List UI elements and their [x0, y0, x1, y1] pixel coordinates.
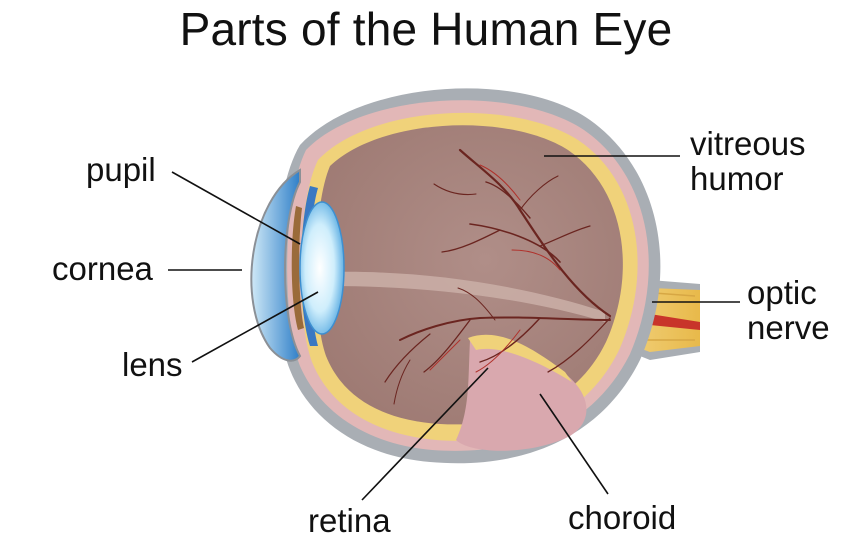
label-vitreous-humor: vitreous humor — [690, 126, 806, 196]
label-cornea: cornea — [52, 250, 153, 287]
label-vitreous-line1: vitreous — [690, 125, 806, 162]
blood-vessels — [384, 148, 612, 405]
label-pupil: pupil — [86, 151, 156, 188]
label-optic-line2: nerve — [747, 309, 830, 346]
label-lens: lens — [122, 346, 183, 383]
label-optic-nerve: optic nerve — [747, 275, 830, 345]
leader-pupil — [171, 171, 301, 245]
leader-choroid — [539, 393, 609, 495]
diagram-title: Parts of the Human Eye — [179, 3, 673, 55]
choroid-layer — [456, 337, 587, 451]
label-optic-line1: optic — [747, 274, 817, 311]
label-vitreous-line2: humor — [690, 160, 784, 197]
cornea — [250, 168, 302, 362]
leader-retina — [361, 367, 489, 501]
label-choroid: choroid — [568, 499, 677, 536]
leader-lines — [168, 155, 740, 501]
label-retina: retina — [308, 502, 391, 539]
leader-lens — [191, 291, 319, 363]
vitreous-humor — [315, 125, 623, 425]
lens — [299, 201, 345, 335]
